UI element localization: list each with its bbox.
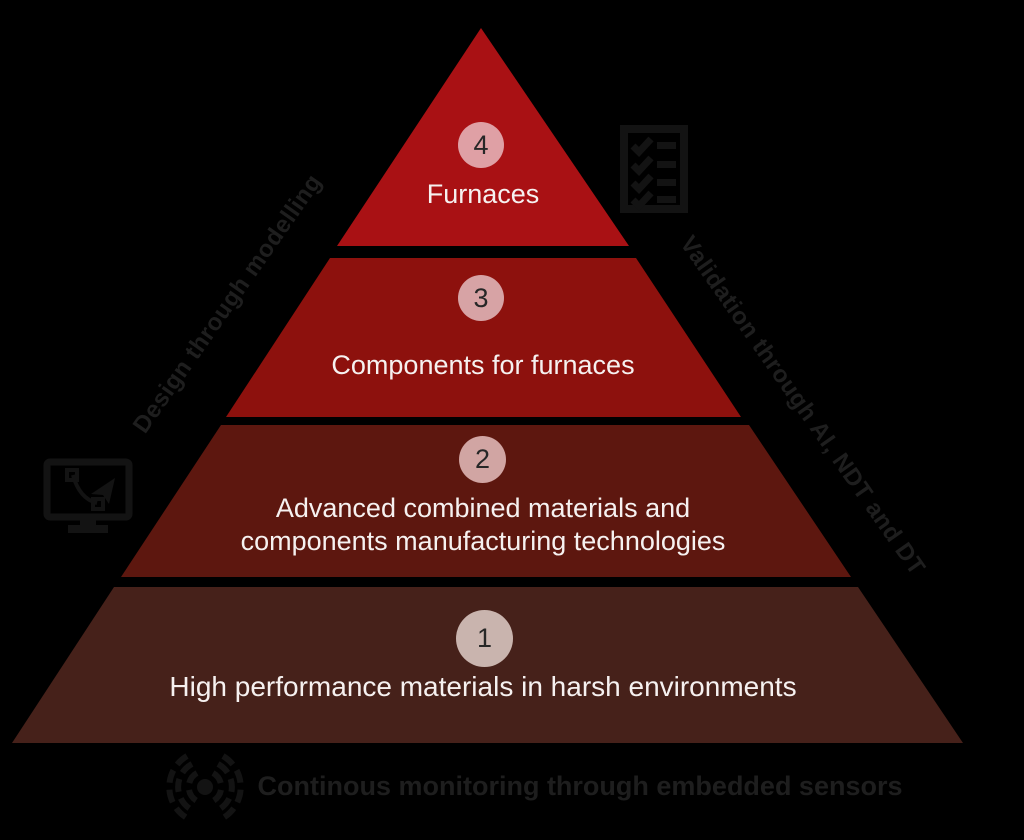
embedded-sensor-signal-icon <box>163 748 247 831</box>
level-1-number-badge: 1 <box>456 610 513 667</box>
level-2-number-badge: 2 <box>459 436 506 483</box>
level-4-label: Furnaces <box>426 179 540 209</box>
level-1-number: 1 <box>476 623 493 653</box>
level-4-number: 4 <box>473 129 489 160</box>
design-modelling-monitor-icon <box>43 458 133 541</box>
level-1-label: High performance materials in harsh envi… <box>169 671 797 702</box>
level-2-label: Advanced combined materials and componen… <box>240 493 726 556</box>
checklist-icon <box>620 125 688 218</box>
level-3-number: 3 <box>473 282 489 313</box>
level-3-number-badge: 3 <box>458 275 504 321</box>
bottom-annotation: Continous monitoring through embedded se… <box>257 771 903 801</box>
level-2-number: 2 <box>474 444 491 474</box>
level-3-label: Components for furnaces <box>331 350 635 380</box>
level-4-number-badge: 4 <box>458 122 504 168</box>
